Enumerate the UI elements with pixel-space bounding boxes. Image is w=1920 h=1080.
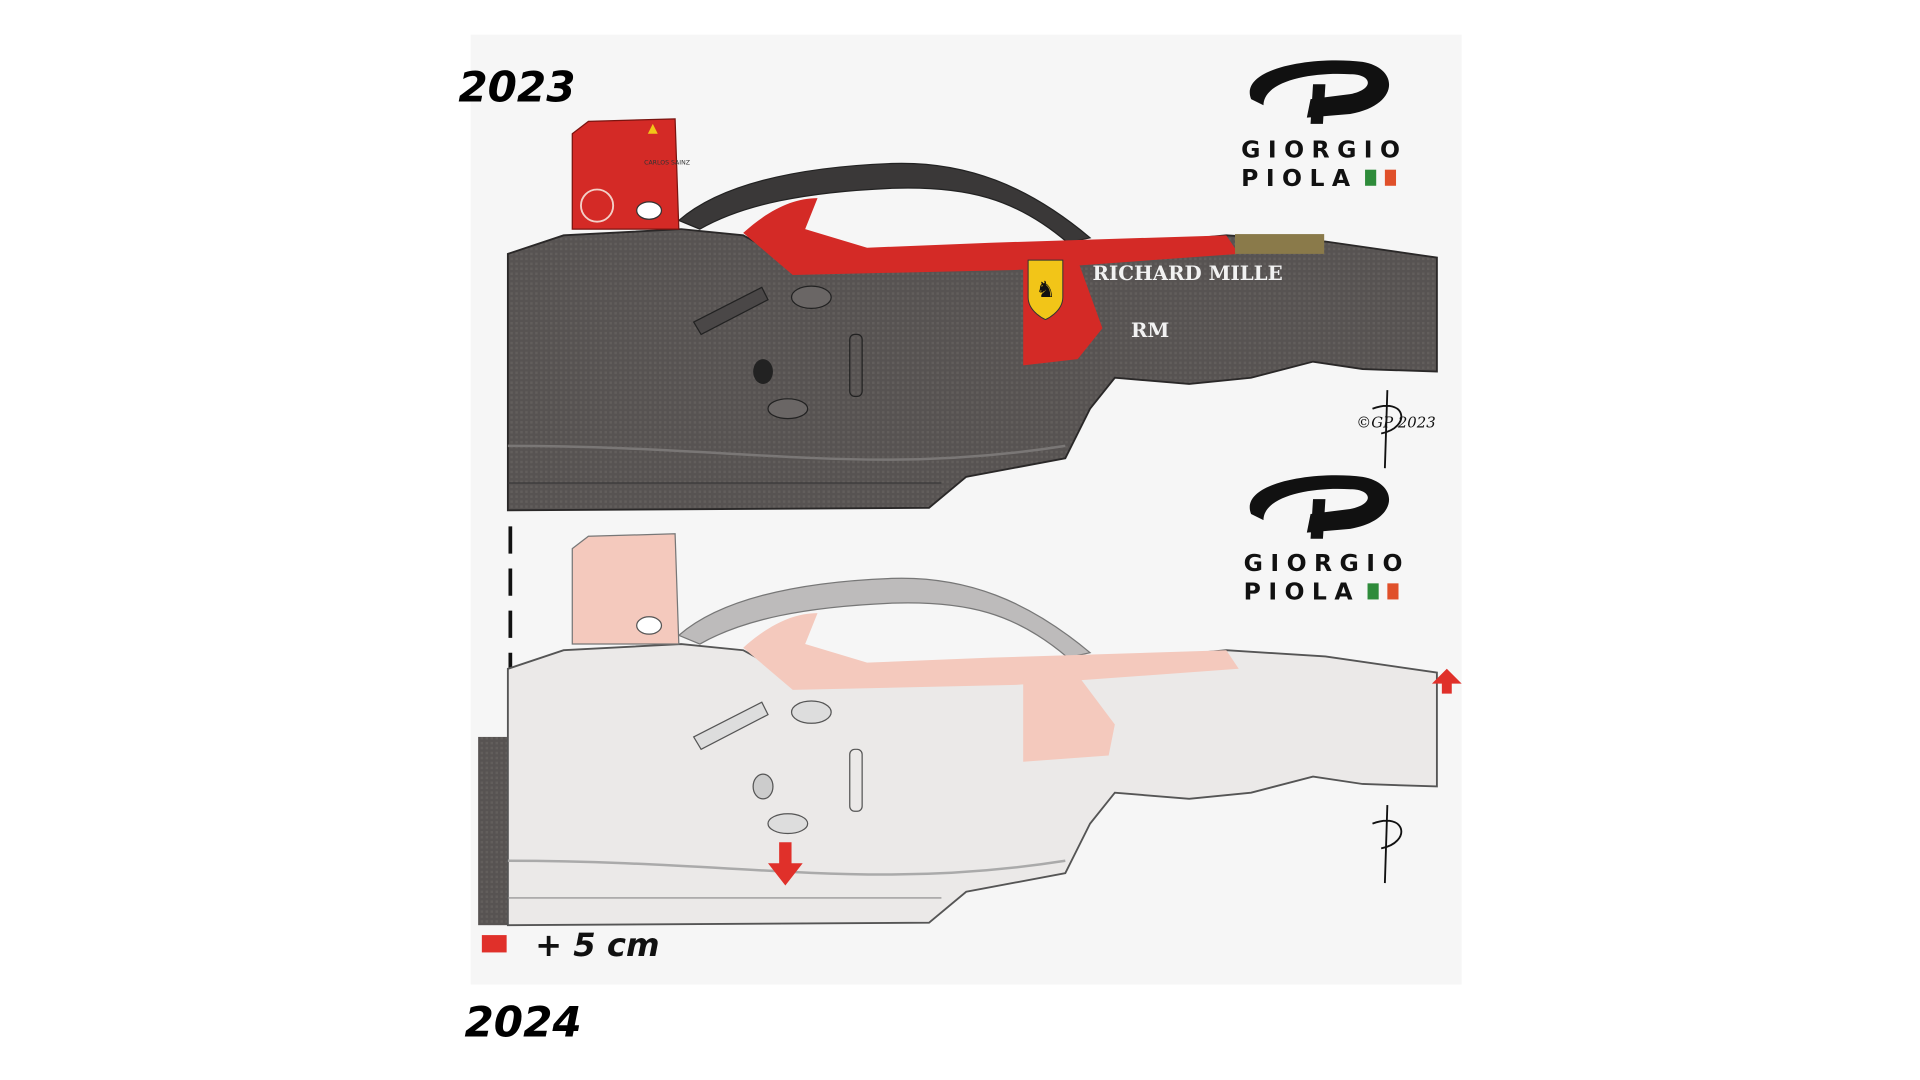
giorgio-piola-logo-bottom: GIORGIO PIOLA bbox=[1244, 475, 1410, 605]
giorgio-piola-logo-top: GIORGIO PIOLA bbox=[1241, 60, 1407, 192]
logo-text-giorgio: GIORGIO bbox=[1241, 135, 1407, 163]
year-label-2023: 2023 bbox=[458, 63, 575, 112]
sponsor-text: RICHARD MILLE bbox=[1093, 261, 1283, 285]
sponsor-logo: RM bbox=[1131, 318, 1169, 342]
headrest-2023 bbox=[571, 118, 680, 230]
arrow-down-icon bbox=[768, 842, 803, 886]
chassis-2024 bbox=[478, 533, 1438, 927]
signature-stroke bbox=[1372, 805, 1403, 884]
arrow-up-icon bbox=[1431, 668, 1462, 694]
logo-text-piola: PIOLA bbox=[1244, 577, 1360, 605]
chassis-hole bbox=[753, 359, 773, 384]
logo-text-giorgio: GIORGIO bbox=[1244, 549, 1410, 577]
headrest-2024 bbox=[571, 533, 680, 645]
italy-flag-red bbox=[1384, 169, 1397, 186]
highlight-top-2024 bbox=[743, 613, 1239, 690]
headrest-opening bbox=[636, 616, 663, 635]
warning-triangle-icon bbox=[647, 123, 658, 134]
signature-stroke bbox=[1372, 390, 1403, 469]
headrest-opening bbox=[636, 201, 663, 220]
halo-2023 bbox=[677, 162, 1092, 244]
red-top-band-2023 bbox=[743, 198, 1239, 275]
italy-flag-green bbox=[1367, 583, 1379, 600]
italy-flag-red bbox=[1387, 583, 1399, 600]
e-badge-icon bbox=[580, 188, 615, 223]
chassis-mount bbox=[767, 398, 809, 420]
legend-swatch bbox=[481, 935, 507, 953]
highlight-side-2024 bbox=[1023, 675, 1115, 762]
gold-panel-2023 bbox=[1234, 234, 1325, 254]
chassis-slot bbox=[692, 286, 769, 336]
chassis-2023: ♞ RICHARD MILLE RM CARLOS SAINZ bbox=[506, 118, 1438, 512]
logo-text-piola: PIOLA bbox=[1241, 164, 1357, 192]
ferrari-shield-icon bbox=[1027, 259, 1064, 321]
driver-name: CARLOS SAINZ bbox=[644, 160, 690, 167]
chassis-slot bbox=[849, 333, 863, 397]
ferrari-horse-icon: ♞ bbox=[1036, 277, 1056, 302]
halo-2024 bbox=[677, 577, 1092, 659]
legend-text: + 5 cm bbox=[535, 926, 659, 964]
extension-strip-2024 bbox=[478, 736, 511, 926]
artist-signature: ©GP 2023 bbox=[1356, 413, 1435, 431]
italy-flag-green bbox=[1365, 169, 1377, 186]
chassis-mount bbox=[790, 285, 832, 310]
year-label-2024: 2024 bbox=[465, 998, 582, 1047]
